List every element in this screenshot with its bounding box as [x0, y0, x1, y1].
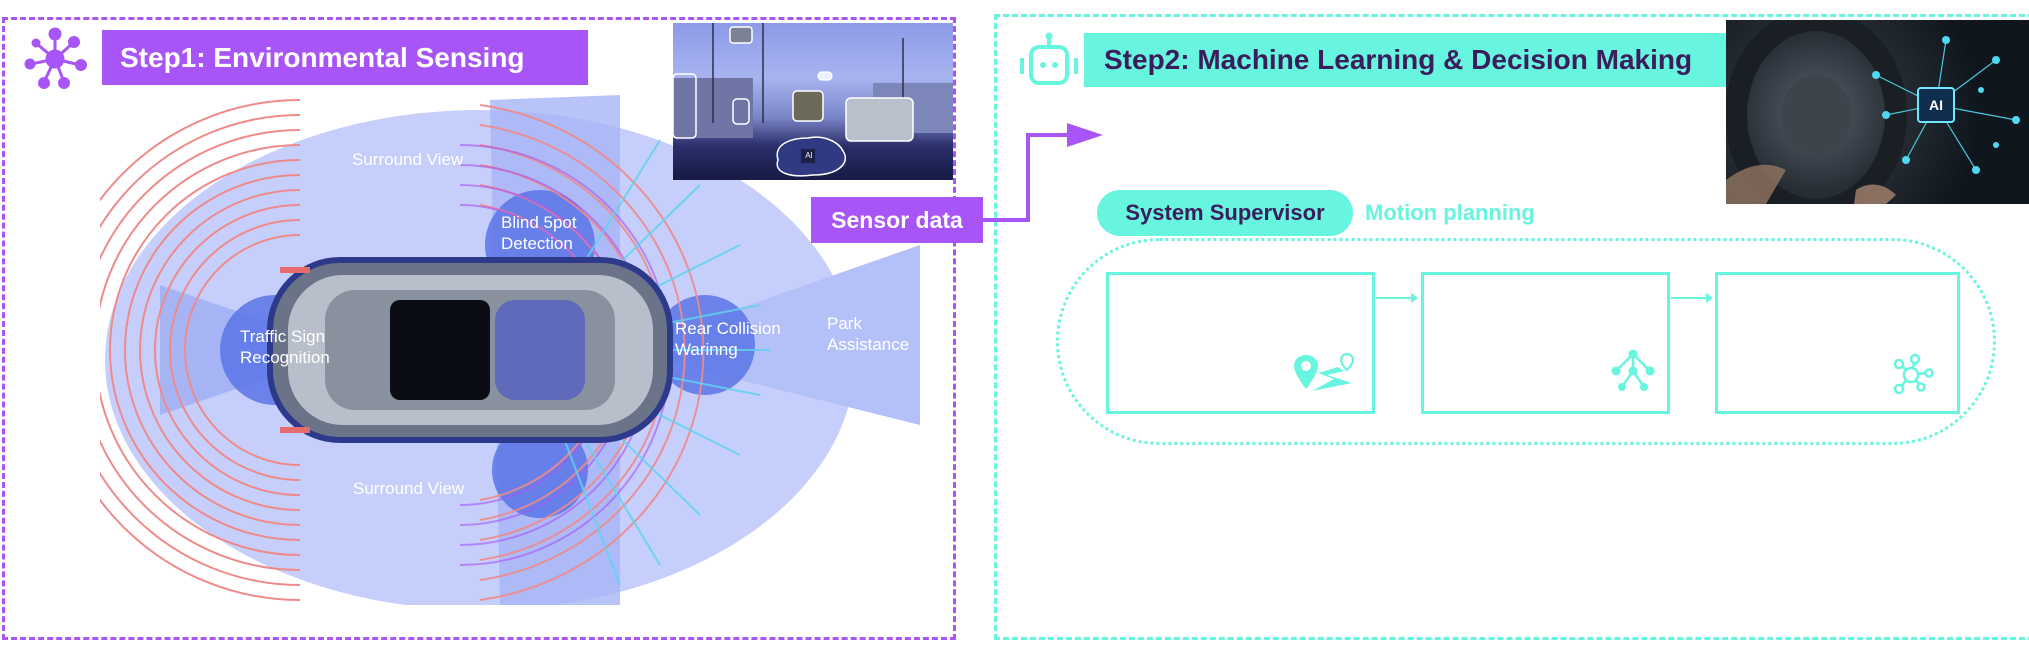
- step1-panel: [2, 17, 956, 640]
- rear-collision-label-line2: Warinng: [675, 340, 738, 359]
- detection-box: [732, 98, 750, 125]
- tab-system-supervisor[interactable]: System Supervisor: [1097, 190, 1353, 236]
- rear-collision-label-line1: Rear Collision: [675, 319, 781, 338]
- flow-arrow-1: [1376, 293, 1418, 303]
- surround-view-label-top: Surround View: [352, 150, 464, 169]
- ai-cockpit-photo: AI: [1726, 20, 2029, 204]
- ai-chip-badge: AI: [1929, 97, 1943, 113]
- detection-box: [729, 26, 753, 44]
- flow-box-2: [1421, 272, 1670, 414]
- blind-spot-label-line1: Blind 5pot: [501, 213, 577, 232]
- route-map-icon: [1294, 353, 1355, 391]
- surround-view-label-bottom: Surround View: [353, 479, 465, 498]
- network-node-icon: [1893, 353, 1934, 395]
- hierarchy-tree-icon: [1611, 349, 1655, 391]
- park-assist-zone: [620, 245, 920, 425]
- step1-title: Step1: Environmental Sensing: [102, 30, 588, 85]
- detection-box: [792, 90, 824, 122]
- detection-box: [845, 97, 914, 142]
- detection-box: [673, 73, 697, 139]
- robot-icon: [1020, 32, 1078, 85]
- sensor-coverage-diagram: Surround View Surround View Blind 5pot D…: [100, 85, 920, 605]
- ai-badge: AI: [805, 151, 813, 160]
- step2-panel: [994, 14, 2029, 640]
- sensor-data-label: Sensor data: [811, 197, 983, 243]
- traffic-sign-label-line2: Recognition: [240, 348, 330, 367]
- tab-motion-planning[interactable]: Motion planning: [1365, 200, 1535, 225]
- traffic-sign-label-line1: Traffic Sign: [240, 327, 326, 346]
- flow-container: [1056, 238, 1996, 445]
- road-detection-photo: AI: [673, 23, 953, 180]
- flow-box-1: [1106, 272, 1375, 414]
- car-top-view: [267, 257, 673, 443]
- park-assist-label-line1: Park: [827, 314, 862, 333]
- detection-box: [817, 71, 833, 81]
- sensor-data-arrow: [983, 123, 1103, 222]
- flow-arrow-2: [1671, 293, 1713, 303]
- park-assist-label-line2: Assistance: [827, 335, 910, 354]
- flow-box-3: [1715, 272, 1960, 414]
- network-hub-icon: [24, 27, 87, 89]
- blind-spot-label-line2: Detection: [501, 234, 573, 253]
- front-radar-waves: [100, 99, 301, 601]
- step2-title: Step2: Machine Learning & Decision Makin…: [1084, 33, 1776, 87]
